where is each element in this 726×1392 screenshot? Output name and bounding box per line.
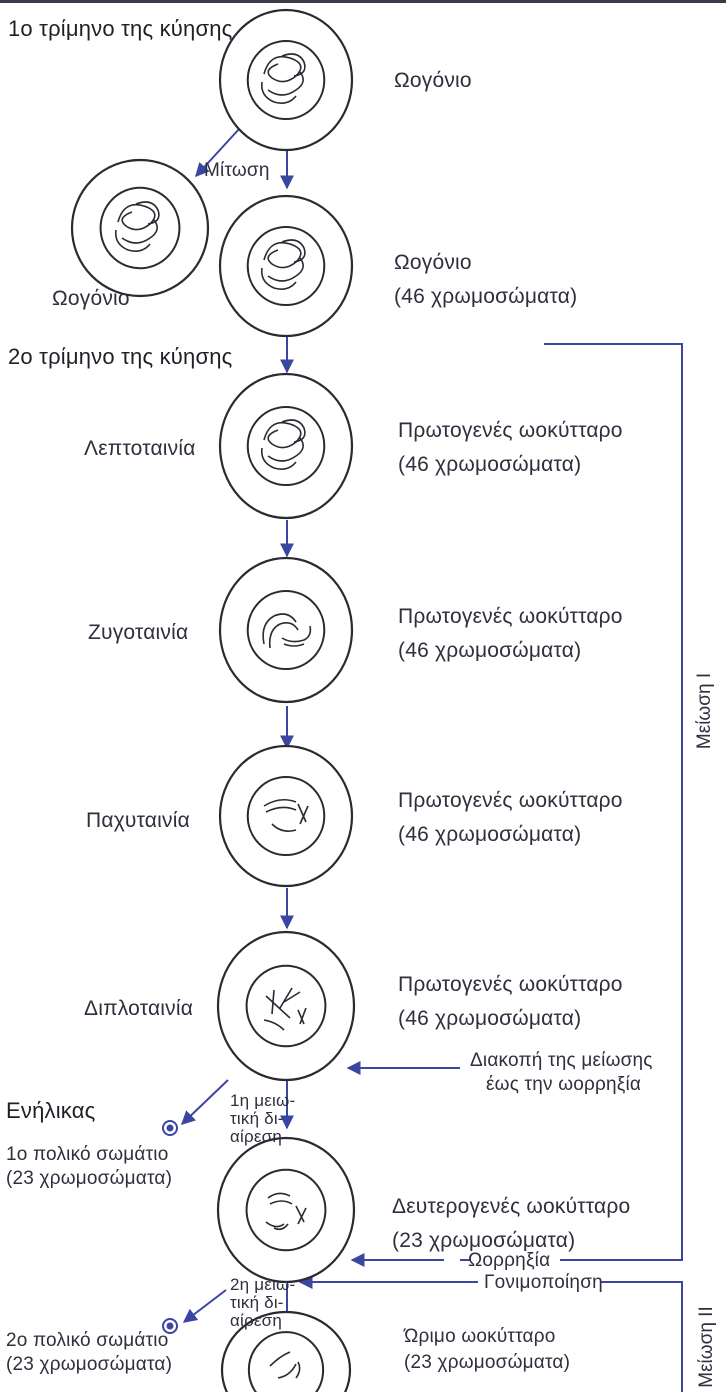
label-second-division-2: τική δι- xyxy=(230,1293,284,1312)
oogonium-side-cell xyxy=(70,158,210,298)
label-zygotene-chrom: (46 χρωμοσώματα) xyxy=(398,639,582,662)
label-second-division-3: αίρεση xyxy=(230,1311,283,1330)
label-secondary-chrom: (23 χρωμοσώματα) xyxy=(392,1229,576,1252)
brackets xyxy=(544,343,683,1392)
heading-first-trimester: 1ο τρίμηνο της κύησης xyxy=(8,16,233,41)
label-oogonium-main-chrom: (46 χρωμοσώματα) xyxy=(394,285,578,308)
polar-bodies xyxy=(162,1120,178,1334)
label-pachytene-cell: Πρωτογενές ωοκύτταρο xyxy=(398,789,623,812)
label-second-polar-body: 2ο πολικό σωμάτιο xyxy=(6,1330,169,1351)
label-diplotene-cell: Πρωτογενές ωοκύτταρο xyxy=(398,973,623,996)
oogonium-top-cell xyxy=(218,8,354,152)
heading-adult: Ενήλικας xyxy=(6,1098,96,1123)
label-pachytene: Παχυταινία xyxy=(86,809,190,832)
label-zygotene-cell: Πρωτογενές ωοκύτταρο xyxy=(398,605,623,628)
label-arrest-line1: Διακοπή της μείωσης xyxy=(470,1050,653,1071)
label-second-polar-chrom: (23 χρωμοσώματα) xyxy=(6,1354,173,1375)
label-diplotene-chrom: (46 χρωμοσώματα) xyxy=(398,1007,582,1030)
heading-second-trimester: 2ο τρίμηνο της κύησης xyxy=(8,344,233,369)
label-first-division-3: αίρεση xyxy=(230,1127,283,1146)
label-pachytene-chrom: (46 χρωμοσώματα) xyxy=(398,823,582,846)
mature-cell xyxy=(220,1310,352,1392)
label-leptotene-chrom: (46 χρωμοσώματα) xyxy=(398,453,582,476)
label-fertilization: Γονιμοποίηση xyxy=(484,1272,603,1293)
arrow-oogonium-to-side xyxy=(195,127,241,178)
second-polar-body xyxy=(162,1318,178,1334)
label-leptotene-cell: Πρωτογενές ωοκύτταρο xyxy=(398,419,623,442)
label-leptotene: Λεπτοταινία xyxy=(84,437,196,460)
label-meiosis-2: Μείωση ΙΙ xyxy=(696,1306,717,1388)
label-second-division-1: 2η μειω- xyxy=(230,1275,296,1294)
arrow-to-first-polar xyxy=(180,1079,229,1125)
secondary-cell xyxy=(216,1136,356,1284)
label-mature-chrom: (23 χρωμοσώματα) xyxy=(404,1352,571,1373)
oogonium-main-cell xyxy=(218,194,354,338)
label-arrest-line2: έως την ωορρηξία xyxy=(486,1074,642,1095)
zygotene-cell xyxy=(218,556,354,704)
label-meiosis-1: Μείωση Ι xyxy=(694,672,715,750)
pachytene-cell xyxy=(218,744,354,888)
arrow-to-second-polar xyxy=(182,1289,227,1323)
first-polar-body xyxy=(162,1120,178,1136)
label-secondary-cell: Δευτερογενές ωοκύτταρο xyxy=(392,1195,631,1218)
bracket-meiosis-2 xyxy=(600,1281,683,1392)
label-first-division-2: τική δι- xyxy=(230,1109,284,1128)
arrows xyxy=(180,127,478,1332)
label-first-division-1: 1η μειω- xyxy=(230,1091,296,1110)
label-zygotene: Ζυγοταινία xyxy=(88,621,189,644)
label-first-polar-body: 1ο πολικό σωμάτιο xyxy=(6,1144,169,1165)
label-mitosis: Μίτωση xyxy=(204,160,270,181)
label-ovulation: Ωορρηξία xyxy=(468,1250,551,1271)
label-first-polar-chrom: (23 χρωμοσώματα) xyxy=(6,1168,173,1189)
top-border xyxy=(0,0,726,3)
label-oogonium-main: Ωογόνιο xyxy=(394,251,472,274)
leptotene-cell xyxy=(218,372,354,520)
label-oogonium-side: Ωογόνιο xyxy=(52,287,130,310)
bracket-meiosis-1 xyxy=(544,343,683,1261)
label-mature-cell: Ώριμο ωοκύτταρο xyxy=(404,1326,556,1347)
diplotene-cell xyxy=(216,930,356,1082)
label-diplotene: Διπλοταινία xyxy=(84,997,194,1020)
label-oogonium-top: Ωογόνιο xyxy=(394,69,472,92)
